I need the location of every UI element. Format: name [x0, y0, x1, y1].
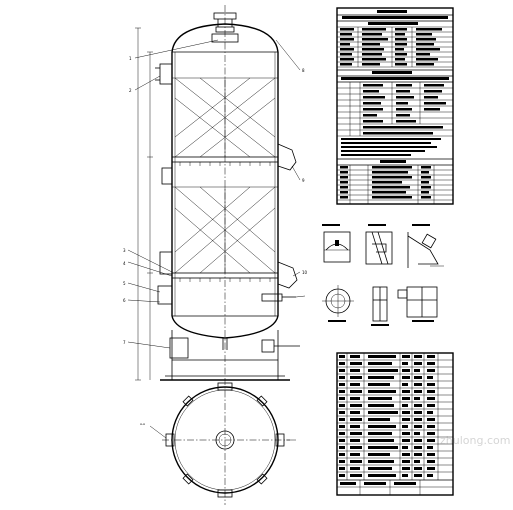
callout-5: 5	[123, 281, 126, 286]
plan-view: A-A	[140, 378, 296, 505]
detail-views	[322, 224, 444, 326]
parts-list	[336, 352, 454, 496]
callout-1: 1	[129, 56, 132, 61]
callout-2: 2	[129, 88, 132, 93]
callout-7: 7	[123, 340, 126, 345]
callout-3: 3	[123, 248, 126, 253]
plan-view-label: A-A	[140, 422, 146, 426]
design-data-table	[336, 7, 454, 205]
callout-6: 6	[123, 298, 126, 303]
callout-4: 4	[123, 261, 126, 266]
callout-8: 8	[302, 68, 305, 73]
callout-10: 10	[302, 270, 308, 275]
watermark-text: zhulong.com	[440, 434, 510, 447]
callout-9: 9	[302, 178, 305, 183]
watermark: zhulong.com	[440, 434, 510, 447]
vessel-elevation: 1 2 3 4 5 6 7 8 9 10	[123, 5, 308, 381]
